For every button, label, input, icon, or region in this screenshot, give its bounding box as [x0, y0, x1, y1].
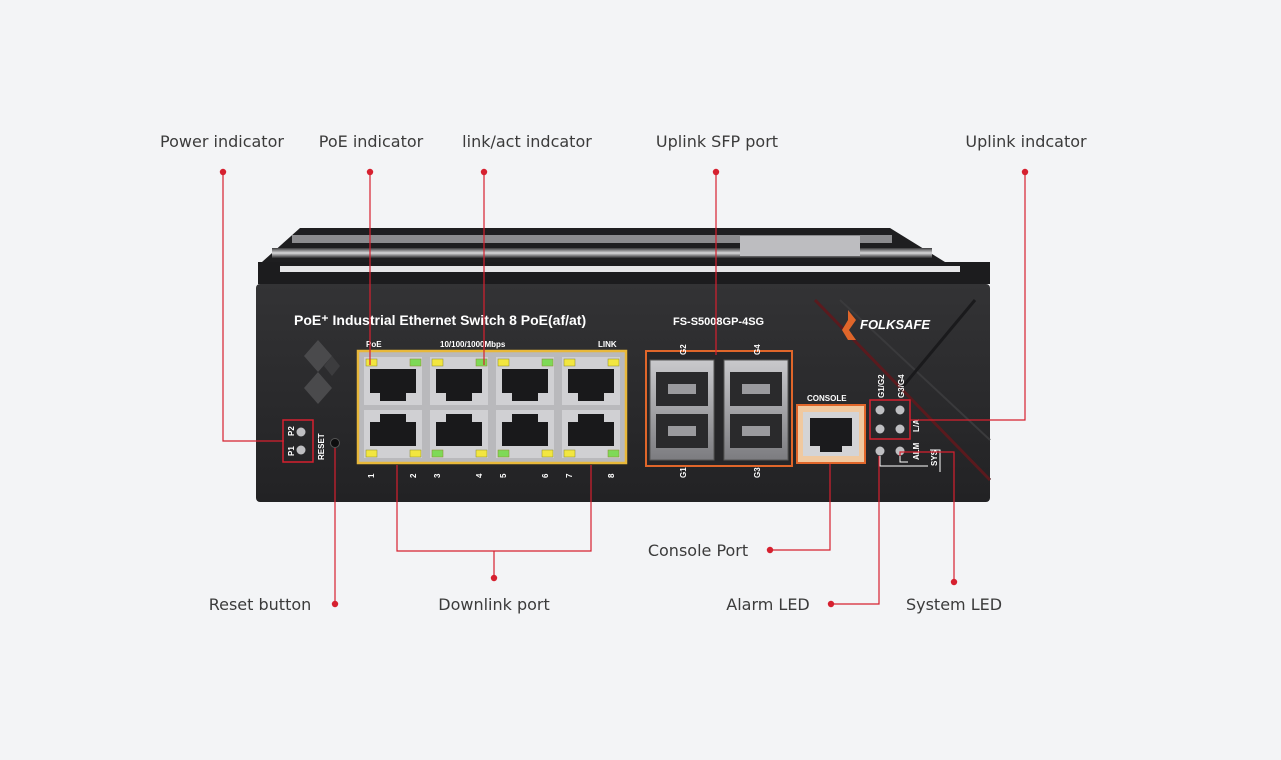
port-number: 1 — [367, 473, 376, 478]
console-port-group: CONSOLE — [796, 394, 866, 464]
port-number: 2 — [409, 473, 418, 478]
port-number: 5 — [499, 473, 508, 478]
link-led — [607, 358, 620, 367]
poe-led — [431, 358, 444, 367]
rj45-port[interactable] — [562, 357, 620, 405]
uplink-sfp-block: G2 G4 G1 G3 — [645, 344, 793, 478]
callout-poe-indicator: PoE indicator — [318, 132, 424, 151]
rj45-port[interactable] — [496, 410, 554, 458]
callout-alarm-led: Alarm LED — [726, 595, 810, 614]
brand-logo: FOLKSAFE — [842, 310, 930, 340]
sfp-port-g1-g2[interactable] — [649, 359, 715, 461]
poe-led — [365, 358, 378, 367]
link-led — [409, 449, 422, 458]
callout-link-act-indicator: link/act indcator — [462, 132, 592, 151]
poe-led — [365, 449, 378, 458]
port-number: 6 — [541, 473, 550, 478]
sfp-label-g3: G3 — [753, 467, 762, 478]
console-port[interactable] — [810, 418, 852, 452]
reset-button[interactable] — [330, 438, 340, 448]
link-led — [409, 358, 422, 367]
p2-label: P2 — [287, 426, 296, 436]
brand-logo-mark — [304, 340, 340, 404]
port-number: 4 — [475, 473, 484, 478]
sys-label: SYS — [930, 449, 939, 466]
link-led — [607, 449, 620, 458]
svg-text:FOLKSAFE: FOLKSAFE — [860, 317, 930, 332]
callout-dots — [219, 168, 1029, 608]
rj45-port[interactable] — [430, 357, 488, 405]
rj45-port[interactable] — [364, 410, 422, 458]
sfp-label-g4: G4 — [753, 344, 762, 355]
sfp-port-g3-g4[interactable] — [723, 359, 789, 461]
callout-uplink-indicator: Uplink indcator — [965, 132, 1087, 151]
poe-led — [497, 358, 510, 367]
poe-label: PoE — [366, 340, 382, 349]
uplink-led-3 — [875, 424, 885, 434]
port-number: 8 — [607, 473, 616, 478]
switch-top-housing — [258, 228, 990, 284]
g3g4-label: G3/G4 — [897, 374, 906, 398]
la-label: L/A — [912, 419, 921, 432]
speed-label: 10/100/1000Mbps — [440, 340, 506, 349]
poe-led — [497, 449, 510, 458]
callout-uplink-sfp-port: Uplink SFP port — [655, 132, 779, 151]
g1g2-label: G1/G2 — [877, 374, 886, 398]
callout-lines — [222, 172, 1026, 605]
sfp-label-g2: G2 — [679, 344, 688, 355]
poe-led — [431, 449, 444, 458]
poe-led — [563, 449, 576, 458]
p1-led — [296, 445, 306, 455]
system-led — [895, 446, 905, 456]
downlink-port-block: PoE 10/100/1000Mbps LINK 1 2 3 4 5 6 7 8 — [356, 340, 628, 478]
p2-led — [296, 427, 306, 437]
link-label: LINK — [598, 340, 617, 349]
sfp-label-g1: G1 — [679, 467, 688, 478]
rj45-port[interactable] — [430, 410, 488, 458]
device-model: FS-S5008GP-4SG — [673, 316, 764, 328]
uplink-led-2 — [895, 405, 905, 415]
device-title: PoE⁺ Industrial Ethernet Switch 8 PoE(af… — [294, 312, 586, 328]
console-label: CONSOLE — [807, 394, 847, 403]
rj45-port[interactable] — [496, 357, 554, 405]
rj45-port[interactable] — [562, 410, 620, 458]
link-led — [475, 358, 488, 367]
link-led — [475, 449, 488, 458]
alm-label: ALM — [912, 442, 921, 460]
callout-power-indicator: Power indicator — [160, 132, 284, 151]
link-led — [541, 358, 554, 367]
rj45-port[interactable] — [364, 357, 422, 405]
callout-downlink-port: Downlink port — [438, 595, 550, 614]
uplink-indicator-group: G1/G2 G3/G4 L/A — [869, 374, 921, 440]
p1-label: P1 — [287, 446, 296, 456]
uplink-led-1 — [875, 405, 885, 415]
reset-group: RESET — [317, 433, 340, 460]
poe-led — [563, 358, 576, 367]
uplink-led-4 — [895, 424, 905, 434]
port-number: 7 — [565, 473, 574, 478]
callout-system-led: System LED — [905, 595, 1003, 614]
port-number: 3 — [433, 473, 442, 478]
alarm-led — [875, 446, 885, 456]
alarm-system-group: ALM SYS — [875, 442, 941, 472]
reset-label: RESET — [317, 433, 326, 460]
power-indicator-group: P2 P1 — [282, 419, 314, 463]
callout-console-port: Console Port — [647, 541, 749, 560]
link-led — [541, 449, 554, 458]
callout-reset-button: Reset button — [208, 595, 312, 614]
